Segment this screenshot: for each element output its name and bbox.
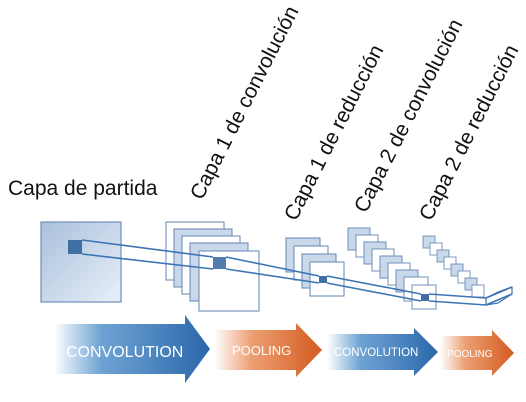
stage-arrow-1: CONVOLUTION	[54, 315, 210, 383]
stage-arrow-2: POOLING	[214, 323, 322, 377]
stage-label-1: CONVOLUTION	[66, 344, 183, 361]
connectors	[81, 239, 513, 306]
conv-layer-1-maps	[165, 221, 260, 312]
input-layer	[40, 221, 122, 303]
label-conv-layer-1: Capa 1 de convolución	[186, 2, 303, 203]
stage-label-2: POOLING	[232, 343, 291, 358]
input-kernel	[68, 240, 82, 254]
stage-arrow-3: CONVOLUTION	[327, 328, 438, 376]
stage-arrow-4: POOLING	[440, 330, 514, 376]
label-input-layer: Capa de partida	[8, 177, 158, 200]
stage-label-3: CONVOLUTION	[334, 347, 418, 359]
pool1-kernel	[319, 276, 327, 283]
pool-layer-1-maps	[285, 237, 345, 297]
conv-layer-2-maps	[347, 227, 437, 310]
conv1-kernel	[213, 257, 226, 269]
stage-label-4: POOLING	[447, 349, 493, 360]
conv2-kernel	[421, 294, 429, 301]
pool-layer-2-maps	[422, 235, 485, 298]
